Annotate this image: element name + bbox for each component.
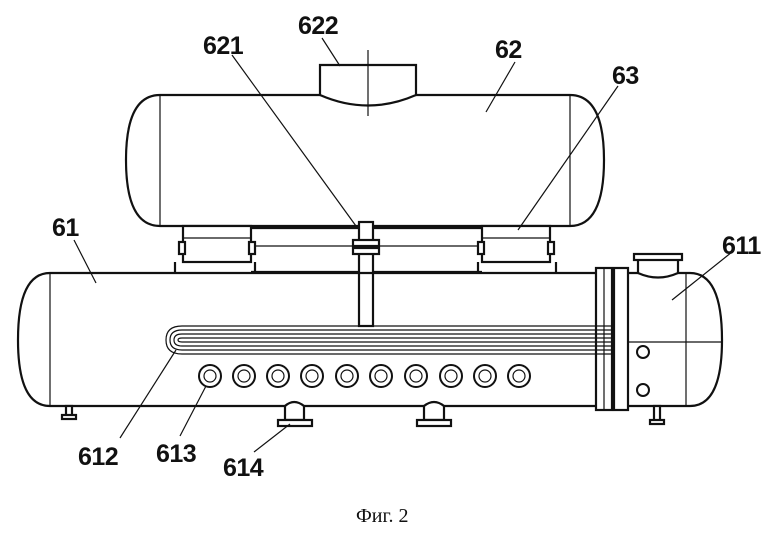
- label-614: 614: [223, 454, 264, 482]
- upper-vessel: [126, 50, 604, 226]
- fitting-lower: [637, 384, 649, 396]
- port: [405, 365, 427, 387]
- port: [199, 365, 221, 387]
- port: [301, 365, 323, 387]
- label-612: 612: [78, 443, 118, 471]
- port: [267, 365, 289, 387]
- flange-right: [614, 268, 628, 410]
- port-row: [199, 365, 530, 387]
- port: [508, 365, 530, 387]
- fitting-upper: [637, 346, 649, 358]
- port: [233, 365, 255, 387]
- label-622: 622: [298, 12, 338, 40]
- tube-bundle: [166, 326, 614, 354]
- port: [440, 365, 462, 387]
- figure-caption: Фиг. 2: [356, 505, 408, 527]
- label-621: 621: [203, 32, 244, 60]
- port: [474, 365, 496, 387]
- label-613: 613: [156, 440, 196, 468]
- bottom-nozzle-1: [285, 402, 304, 420]
- port: [370, 365, 392, 387]
- label-61: 61: [52, 214, 79, 242]
- label-611: 611: [722, 232, 761, 260]
- port: [336, 365, 358, 387]
- label-62: 62: [495, 36, 522, 64]
- bottom-nozzle-2: [424, 402, 444, 420]
- label-63: 63: [612, 62, 639, 90]
